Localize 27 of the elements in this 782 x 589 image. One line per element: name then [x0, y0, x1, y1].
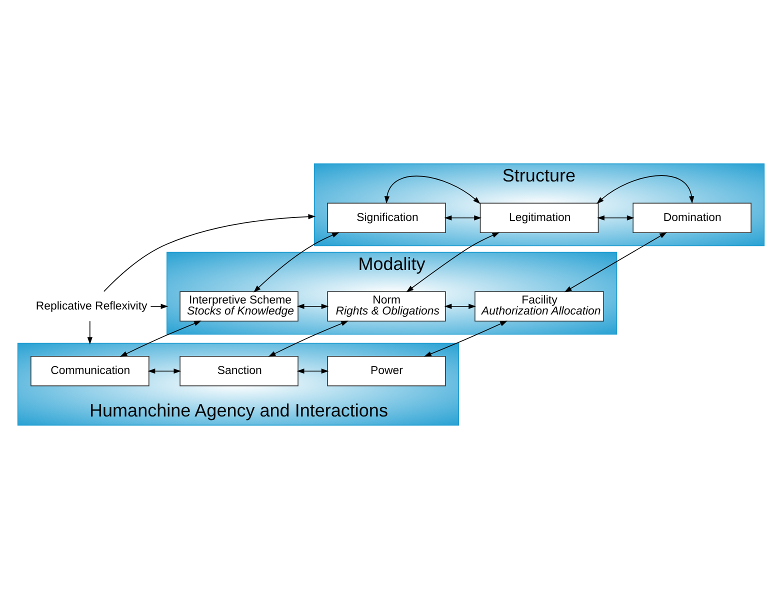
arrow [120, 320, 202, 357]
arrow [104, 214, 316, 292]
arrow [444, 215, 482, 220]
node-box: Facility Authorization Allocation [474, 291, 604, 322]
node-box: Signification [327, 202, 446, 234]
arrow [564, 232, 667, 292]
arrow [596, 175, 694, 204]
node-text: Replicative Reflexivity [36, 300, 148, 312]
node-box: Power [327, 356, 446, 386]
arrow [87, 320, 93, 344]
arrow [597, 215, 634, 220]
arrow [384, 176, 480, 204]
arrow [296, 304, 329, 309]
arrow [296, 368, 329, 374]
node-box: Domination [632, 202, 752, 234]
arrow [406, 232, 500, 292]
arrow [268, 320, 349, 357]
arrow [424, 320, 508, 357]
node-box: Sanction [180, 356, 298, 386]
arrow [444, 304, 476, 309]
arrow [148, 368, 182, 374]
node-box: Interpretive Scheme Stocks of Knowledge [180, 291, 298, 322]
arrow [254, 232, 340, 292]
node-box: Communication [30, 356, 150, 386]
node-box: Norm Rights & Obligations [327, 291, 446, 322]
node-box: Legitimation [480, 202, 599, 234]
arrow [150, 304, 168, 309]
